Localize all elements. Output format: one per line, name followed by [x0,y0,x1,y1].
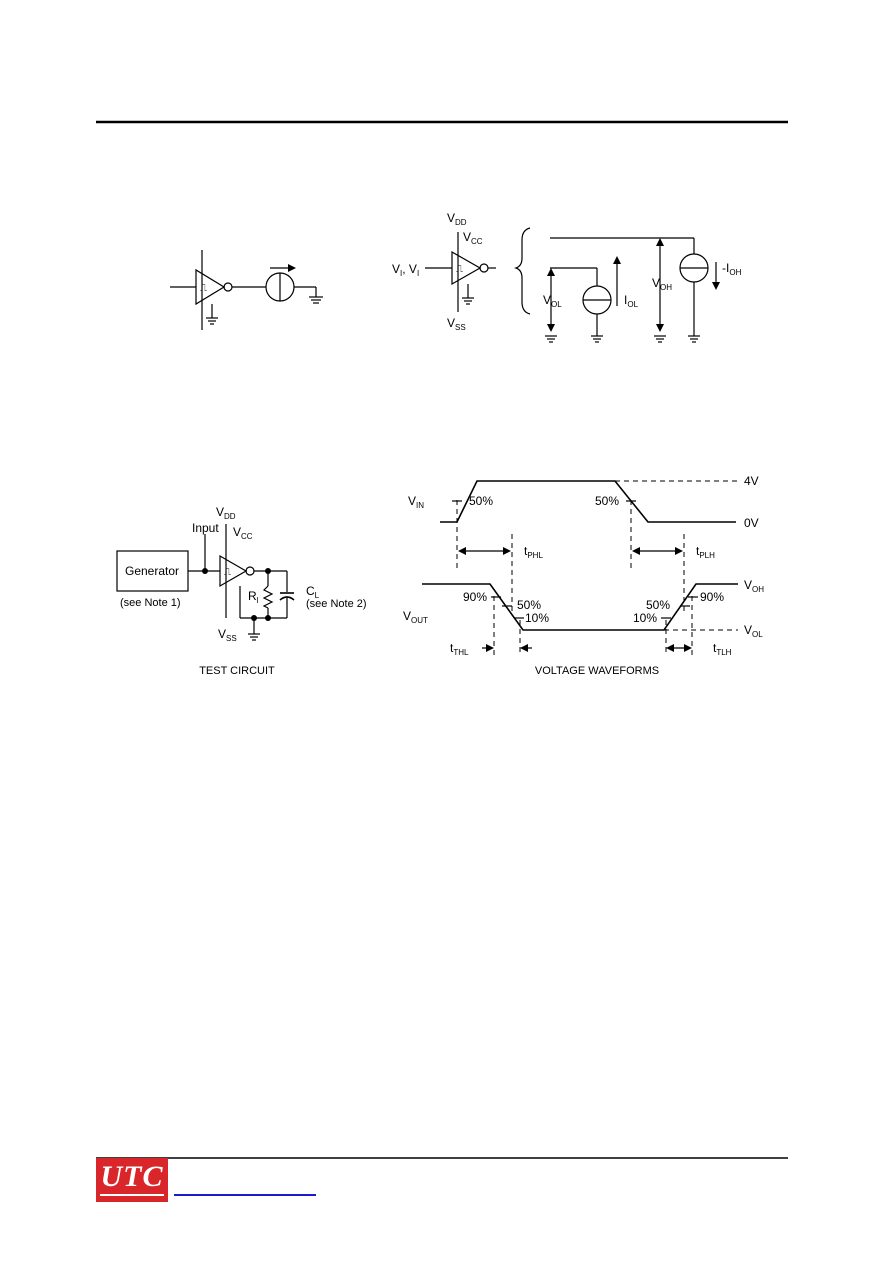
svg-text:VOL: VOL [744,623,763,639]
test-circuit-caption: TEST CIRCUIT [199,665,275,677]
website-link[interactable] [174,1194,316,1196]
svg-text:90%: 90% [700,590,724,604]
svg-text:4V: 4V [744,474,759,488]
svg-text:10%: 10% [633,611,657,625]
svg-text:VDD: VDD [216,505,236,521]
svg-text:VDD: VDD [447,211,467,227]
utc-logo-text: UTC [100,1160,164,1193]
svg-text:VOL: VOL [543,293,562,309]
brace [514,227,531,315]
note2-label: (see Note 2) [306,598,367,610]
arrow-right-icon [288,264,296,272]
resistor-icon [262,585,274,609]
svg-text:VI, VI: VI, VI [392,262,419,278]
voltage-waveforms: VIN 4V 0V 50% 50% tPHL tPLH VOUT VOH VOL… [403,474,764,677]
svg-text:VCC: VCC [463,230,483,246]
svg-text:VSS: VSS [447,316,466,332]
vin-waveform [440,480,736,523]
svg-text:Rl: Rl [248,589,259,605]
svg-text:⎍: ⎍ [456,264,463,275]
svg-text:50%: 50% [646,598,670,612]
svg-text:CL: CL [306,584,320,600]
svg-text:VCC: VCC [233,525,253,541]
vout-waveform [422,583,738,631]
note1-label: (see Note 1) [120,597,181,609]
waveforms-caption: VOLTAGE WAVEFORMS [535,665,659,677]
svg-text:VIN: VIN [408,494,424,510]
output-drive-diagram: VDD VCC VI, VI ⎍ VSS -IOH VOH [392,211,742,343]
svg-text:tPHL: tPHL [524,544,543,560]
input-label: Input [192,521,219,535]
logo-underline [100,1194,164,1196]
svg-text:VOH: VOH [652,276,672,292]
svg-text:90%: 90% [463,590,487,604]
svg-text:tPLH: tPLH [696,544,715,560]
svg-text:⎍: ⎍ [224,567,231,578]
svg-text:0V: 0V [744,516,759,530]
test-circuit: Generator (see Note 1) Input VDD VCC ⎍ R… [116,505,367,677]
svg-text:tTHL: tTHL [450,641,469,657]
svg-text:50%: 50% [517,598,541,612]
svg-text:tTLH: tTLH [713,641,732,657]
svg-text:IOL: IOL [624,293,639,309]
svg-text:-IOH: -IOH [722,261,742,277]
svg-text:50%: 50% [469,494,493,508]
svg-text:VOH: VOH [744,578,764,594]
svg-text:VOUT: VOUT [403,609,428,625]
svg-text:10%: 10% [525,611,549,625]
schmitt-symbol: ⎍ [200,283,207,294]
input-current-diagram: ⎍ [170,250,323,330]
svg-text:VSS: VSS [218,627,237,643]
svg-text:50%: 50% [595,494,619,508]
generator-label: Generator [125,564,179,578]
